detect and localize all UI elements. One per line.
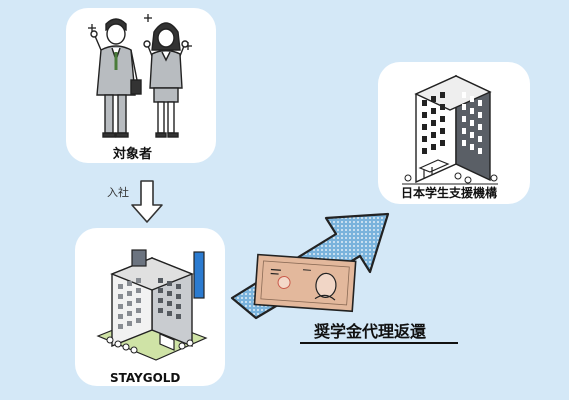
repay-underline [300,342,458,344]
join-arrow [131,180,163,223]
company-label: STAYGOLD [110,371,181,385]
person-man-icon [90,18,142,138]
jasso-label: 日本学生支援機構 [401,186,498,200]
banknote-icon [253,253,357,313]
person-woman-icon [143,22,189,138]
people-illustration [88,14,192,138]
join-label: 入社 [107,186,129,199]
target-label: 対象者 [113,147,153,162]
building-icon [402,74,498,185]
repay-label: 奨学金代理返還 [314,322,427,341]
company-building-icon [96,249,208,361]
